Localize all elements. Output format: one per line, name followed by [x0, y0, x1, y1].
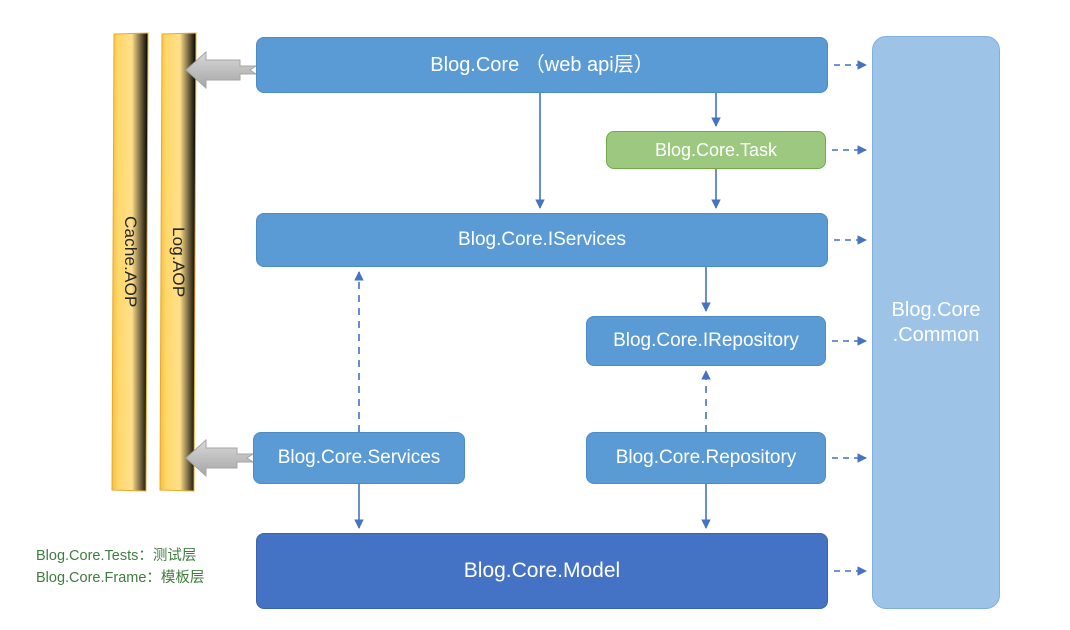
node-blog-core-model[interactable]: Blog.Core.Model	[256, 533, 828, 609]
aop-bar-cache-label: Cache.AOP	[121, 216, 140, 308]
legend-row-tests: Blog.Core.Tests：测试层	[36, 545, 204, 567]
node-blog-core-common[interactable]: Blog.Core .Common	[872, 36, 1000, 609]
node-blog-core-irepository[interactable]: Blog.Core.IRepository	[586, 316, 826, 366]
node-blog-core-task[interactable]: Blog.Core.Task	[606, 131, 826, 169]
legend-tests-desc: 测试层	[152, 548, 197, 564]
legend-frame-sep: ：	[146, 570, 161, 587]
aop-bar-cache[interactable]: Cache.AOP	[112, 33, 148, 491]
aop-bar-log[interactable]: Log.AOP	[160, 33, 196, 491]
block-arrow-core-to-aop	[185, 50, 258, 90]
legend: Blog.Core.Tests：测试层 Blog.Core.Frame：模板层	[36, 545, 204, 590]
legend-frame-name: Blog.Core.Frame	[36, 570, 147, 587]
node-blog-core-services[interactable]: Blog.Core.Services	[253, 432, 465, 484]
node-blog-core-repository[interactable]: Blog.Core.Repository	[586, 432, 826, 484]
common-label-line1: Blog.Core	[891, 298, 981, 321]
node-blog-core-webapi[interactable]: Blog.Core （web api层）	[256, 37, 828, 93]
node-blog-core-iservices[interactable]: Blog.Core.IServices	[256, 213, 828, 267]
legend-tests-name: Blog.Core.Tests	[36, 548, 139, 564]
block-arrow-services-to-aop	[185, 438, 255, 478]
aop-bar-log-label: Log.AOP	[169, 226, 188, 298]
legend-tests-sep: ：	[138, 548, 153, 564]
legend-row-frame: Blog.Core.Frame：模板层	[36, 567, 204, 589]
common-label-line2: .Common	[892, 323, 980, 346]
legend-frame-desc: 模板层	[160, 570, 205, 587]
